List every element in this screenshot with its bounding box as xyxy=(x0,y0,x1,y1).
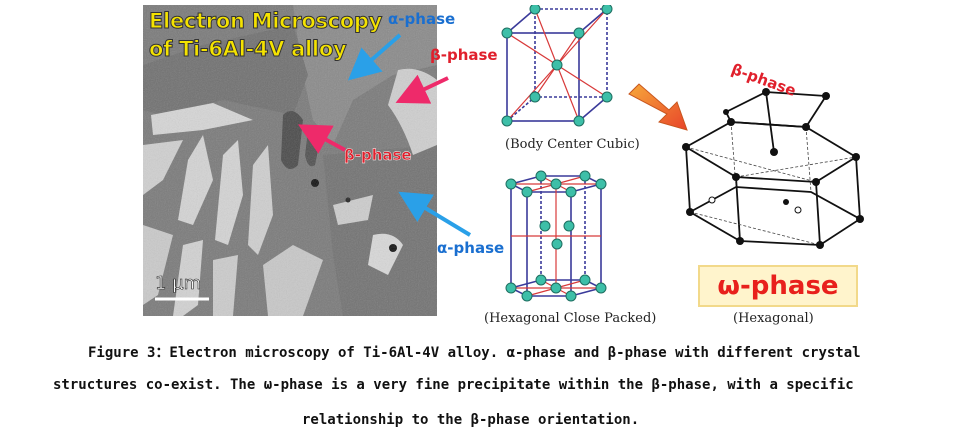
beta-top-arrow xyxy=(395,74,449,104)
omega-caption: (Hexagonal) xyxy=(733,311,814,326)
hcp-caption: (Hexagonal Close Packed) xyxy=(484,311,657,326)
alpha-phase-label-top: α-phase xyxy=(388,10,456,28)
caption-line-3: relationship to the β-phase orientation. xyxy=(302,412,640,428)
omega-hexagonal-cell xyxy=(682,88,864,249)
scale-bar-label: 1 µm xyxy=(155,273,202,295)
micrograph-title-line2: of Ti-6Al-4V alloy xyxy=(148,37,347,62)
alpha-top-arrow xyxy=(347,33,402,81)
beta-mid-arrow xyxy=(297,124,346,154)
transform-arrow-icon xyxy=(628,83,688,131)
micrograph-title-line1: Electron Microscopy xyxy=(148,9,383,34)
bcc-unit-cell xyxy=(501,5,613,127)
beta-phase-label-top: β-phase xyxy=(430,46,498,64)
omega-phase-label: ω-phase xyxy=(717,271,839,301)
caption-line-2: structures co-exist. The ω-phase is a ve… xyxy=(53,377,854,393)
omega-phase-box: ω-phase xyxy=(698,265,858,307)
alpha-bottom-arrow xyxy=(398,191,472,237)
caption-line-1: Figure 3：Electron microscopy of Ti-6Al-4… xyxy=(88,345,861,361)
bcc-caption: (Body Center Cubic) xyxy=(505,137,640,152)
beta-phase-label-mid: β-phase xyxy=(344,146,412,164)
alpha-phase-label-bottom: α-phase xyxy=(437,239,505,257)
electron-micrograph: Electron Microscopy of Ti-6Al-4V alloy 1… xyxy=(143,5,437,316)
hcp-unit-cell xyxy=(505,170,607,302)
